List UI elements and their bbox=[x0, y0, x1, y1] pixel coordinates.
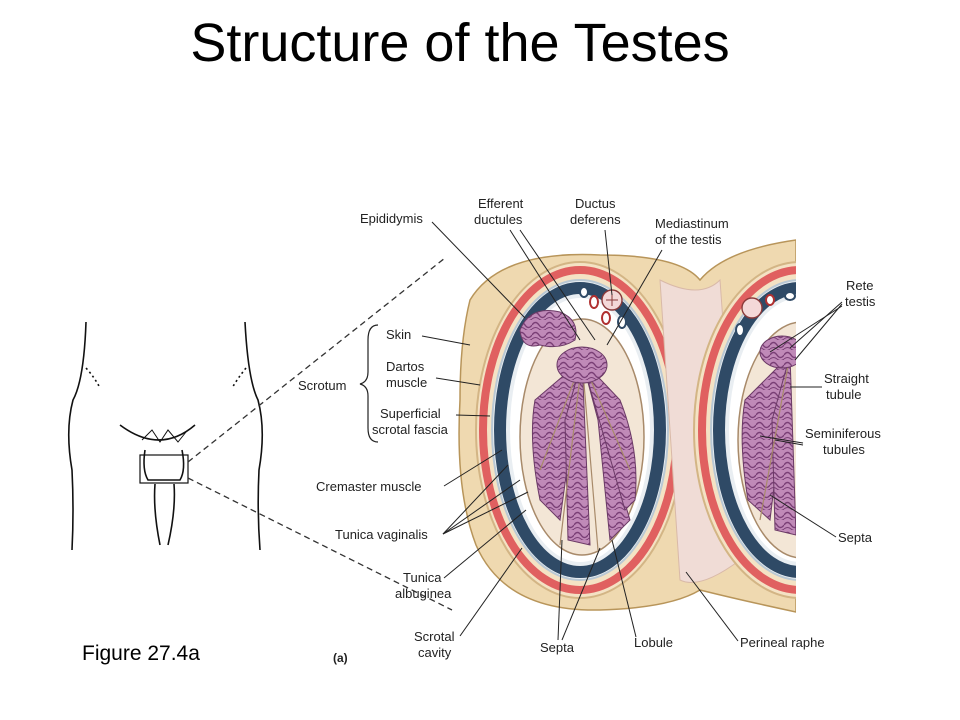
label-epididymis: Epididymis bbox=[360, 211, 423, 226]
cross-section bbox=[458, 239, 796, 613]
label-dartos-2: muscle bbox=[386, 375, 427, 390]
cremaster-right bbox=[698, 266, 796, 594]
label-mediastinum-2: of the testis bbox=[655, 232, 722, 247]
ductus-deferens-left bbox=[579, 286, 627, 329]
label-superficial-2: scrotal fascia bbox=[372, 422, 449, 437]
label-superficial-1: Superficial bbox=[380, 406, 441, 421]
label-efferent-2: ductules bbox=[474, 212, 523, 227]
label-ductus-1: Ductus bbox=[575, 196, 616, 211]
label-straight-2: tubule bbox=[826, 387, 861, 402]
label-dartos-1: Dartos bbox=[386, 359, 425, 374]
label-perineal-raphe: Perineal raphe bbox=[740, 635, 825, 650]
body-outline bbox=[67, 321, 264, 551]
panel-letter: (a) bbox=[333, 651, 348, 665]
slide-title: Structure of the Testes bbox=[190, 13, 730, 73]
scrotum-brace bbox=[359, 324, 379, 443]
projection-line-bottom bbox=[187, 477, 453, 611]
epididymis-left bbox=[519, 310, 577, 348]
label-rete-2: testis bbox=[845, 294, 876, 309]
lobules-left bbox=[531, 346, 637, 551]
label-seminiferous-2: tubules bbox=[823, 442, 865, 457]
projection-line-top bbox=[187, 257, 446, 463]
label-scrotum: Scrotum bbox=[298, 378, 346, 393]
lobules-right bbox=[741, 335, 796, 536]
label-septa-bottom: Septa bbox=[540, 640, 575, 655]
label-scrotal-cavity-2: cavity bbox=[418, 645, 452, 660]
figure-caption: Figure 27.4a bbox=[82, 642, 200, 665]
label-rete-1: Rete bbox=[846, 278, 873, 293]
label-tunica-albuginea-2: albuginea bbox=[395, 586, 452, 601]
label-cremaster: Cremaster muscle bbox=[316, 479, 421, 494]
labels: Epididymis Efferent ductules Ductus defe… bbox=[298, 196, 881, 665]
label-scrotal-cavity-1: Scrotal bbox=[414, 629, 455, 644]
tunica-vaginalis-right bbox=[713, 282, 796, 578]
label-straight-1: Straight bbox=[824, 371, 869, 386]
label-skin: Skin bbox=[386, 327, 411, 342]
label-lobule: Lobule bbox=[634, 635, 673, 650]
label-ductus-2: deferens bbox=[570, 212, 621, 227]
label-seminiferous-1: Seminiferous bbox=[805, 426, 881, 441]
label-septa-right: Septa bbox=[838, 530, 873, 545]
label-tunica-albuginea-1: Tunica bbox=[403, 570, 442, 585]
label-tunica-vaginalis: Tunica vaginalis bbox=[335, 527, 428, 542]
label-efferent-1: Efferent bbox=[478, 196, 524, 211]
ductus-deferens-right bbox=[735, 291, 796, 337]
label-mediastinum-1: Mediastinum bbox=[655, 216, 729, 231]
tunica-vaginalis-left bbox=[494, 282, 666, 578]
